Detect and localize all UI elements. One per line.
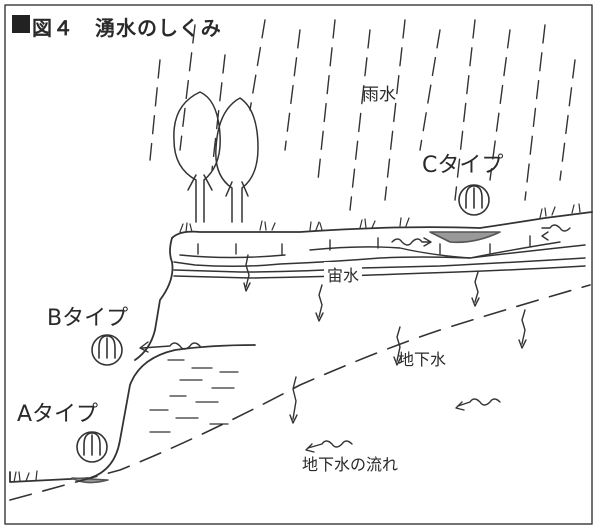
- spring-icon-c: [458, 184, 490, 216]
- terrain: [9, 211, 593, 484]
- rain-streaks: [149, 19, 576, 211]
- spring-icon-b: [91, 334, 123, 366]
- label-rain: 雨水: [362, 85, 396, 105]
- title-square-icon: [12, 15, 30, 33]
- label-groundwater: 地下水: [398, 350, 447, 369]
- frame-border: [4, 4, 593, 525]
- label-type-a: Aタイプ: [17, 402, 99, 427]
- spring-icon-a: [76, 431, 108, 463]
- figure-title: 図４ 湧水のしくみ: [32, 16, 222, 40]
- water-table-line: [9, 284, 591, 501]
- label-perched-water: 宙水: [324, 262, 363, 286]
- label-type-b: Bタイプ: [47, 306, 129, 331]
- tree-left: [173, 91, 221, 223]
- grass: [13, 203, 581, 483]
- tree-right: [215, 97, 259, 223]
- label-groundwater-flow: 地下水の流れ: [302, 455, 399, 474]
- label-type-c: Cタイプ: [422, 153, 504, 178]
- flow-arrows: [139, 224, 571, 453]
- soil-marks: [197, 235, 531, 255]
- seepage-arrows: [243, 254, 527, 424]
- aquifer-strokes: [149, 359, 239, 433]
